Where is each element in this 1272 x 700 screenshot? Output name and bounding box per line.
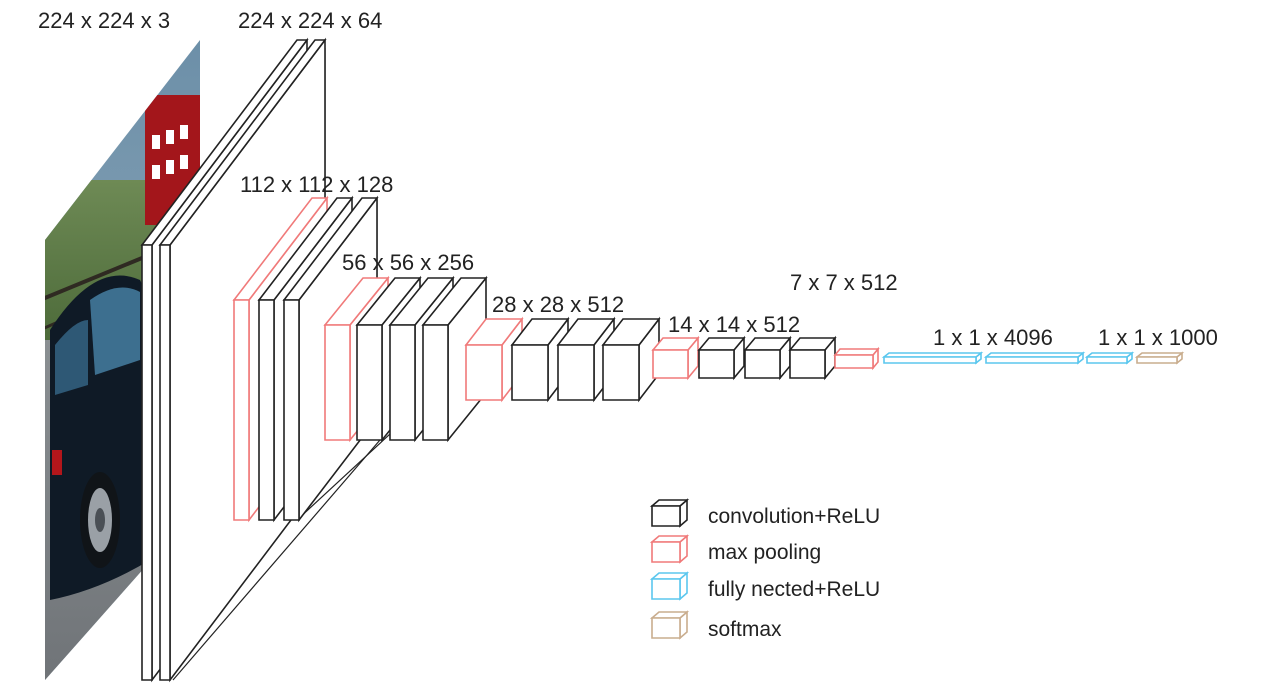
- legend-label-pool: max pooling: [708, 541, 821, 564]
- legend-item-fc: fully nected+ReLU: [649, 571, 880, 601]
- connector-line: [172, 439, 381, 681]
- output-dim-label: 1 x 1 x 1000: [1098, 325, 1218, 350]
- conv-block-4c: [601, 316, 661, 403]
- block5-dim-label: 14 x 14 x 512: [668, 312, 800, 337]
- legend-label-fc: fully nected+ReLU: [708, 578, 880, 601]
- cube-outline-blue-icon: [649, 571, 690, 601]
- dimension-labels: 224 x 224 x 3 224 x 224 x 64 112 x 112 x…: [38, 8, 1218, 350]
- legend-label-softmax: softmax: [708, 618, 782, 641]
- block4-dim-label: 28 x 28 x 512: [492, 292, 624, 317]
- block1-dim-label: 224 x 224 x 64: [238, 8, 382, 33]
- legend-item-softmax: softmax: [649, 610, 782, 641]
- pool-block-6: [833, 346, 880, 371]
- pool5-dim-label: 7 x 7 x 512: [790, 270, 898, 295]
- legend-label-conv: convolution+ReLU: [708, 505, 880, 528]
- cube-outline-black-icon-shape: [649, 498, 690, 528]
- fc-block-3: [1084, 351, 1135, 365]
- fc-block-1: [881, 351, 984, 365]
- legend-item-conv: convolution+ReLU: [649, 498, 880, 528]
- legend: convolution+ReLU max pooling fully necte…: [649, 498, 880, 641]
- conv-block-5a: [697, 335, 746, 381]
- cube-outline-blue-icon-shape: [649, 571, 690, 601]
- legend-item-pool: max pooling: [649, 534, 821, 564]
- fc-dim-label: 1 x 1 x 4096: [933, 325, 1053, 350]
- pool-block-5: [651, 335, 700, 381]
- conv-block-5b: [743, 335, 792, 381]
- conv-block-5c: [788, 335, 837, 381]
- cube-outline-black-icon: [649, 498, 690, 528]
- softmax-block: [1134, 351, 1185, 365]
- cube-outline-tan-icon-shape: [649, 610, 690, 640]
- input-dim-label: 224 x 224 x 3: [38, 8, 170, 33]
- cube-outline-red-icon-shape: [649, 534, 690, 564]
- fc-block-2: [983, 351, 1086, 365]
- layer-blocks: [140, 37, 1185, 683]
- block3-dim-label: 56 x 56 x 256: [342, 250, 474, 275]
- block2-dim-label: 112 x 112 x 128: [240, 172, 393, 197]
- cube-outline-tan-icon: [649, 610, 690, 640]
- cube-outline-red-icon: [649, 534, 690, 564]
